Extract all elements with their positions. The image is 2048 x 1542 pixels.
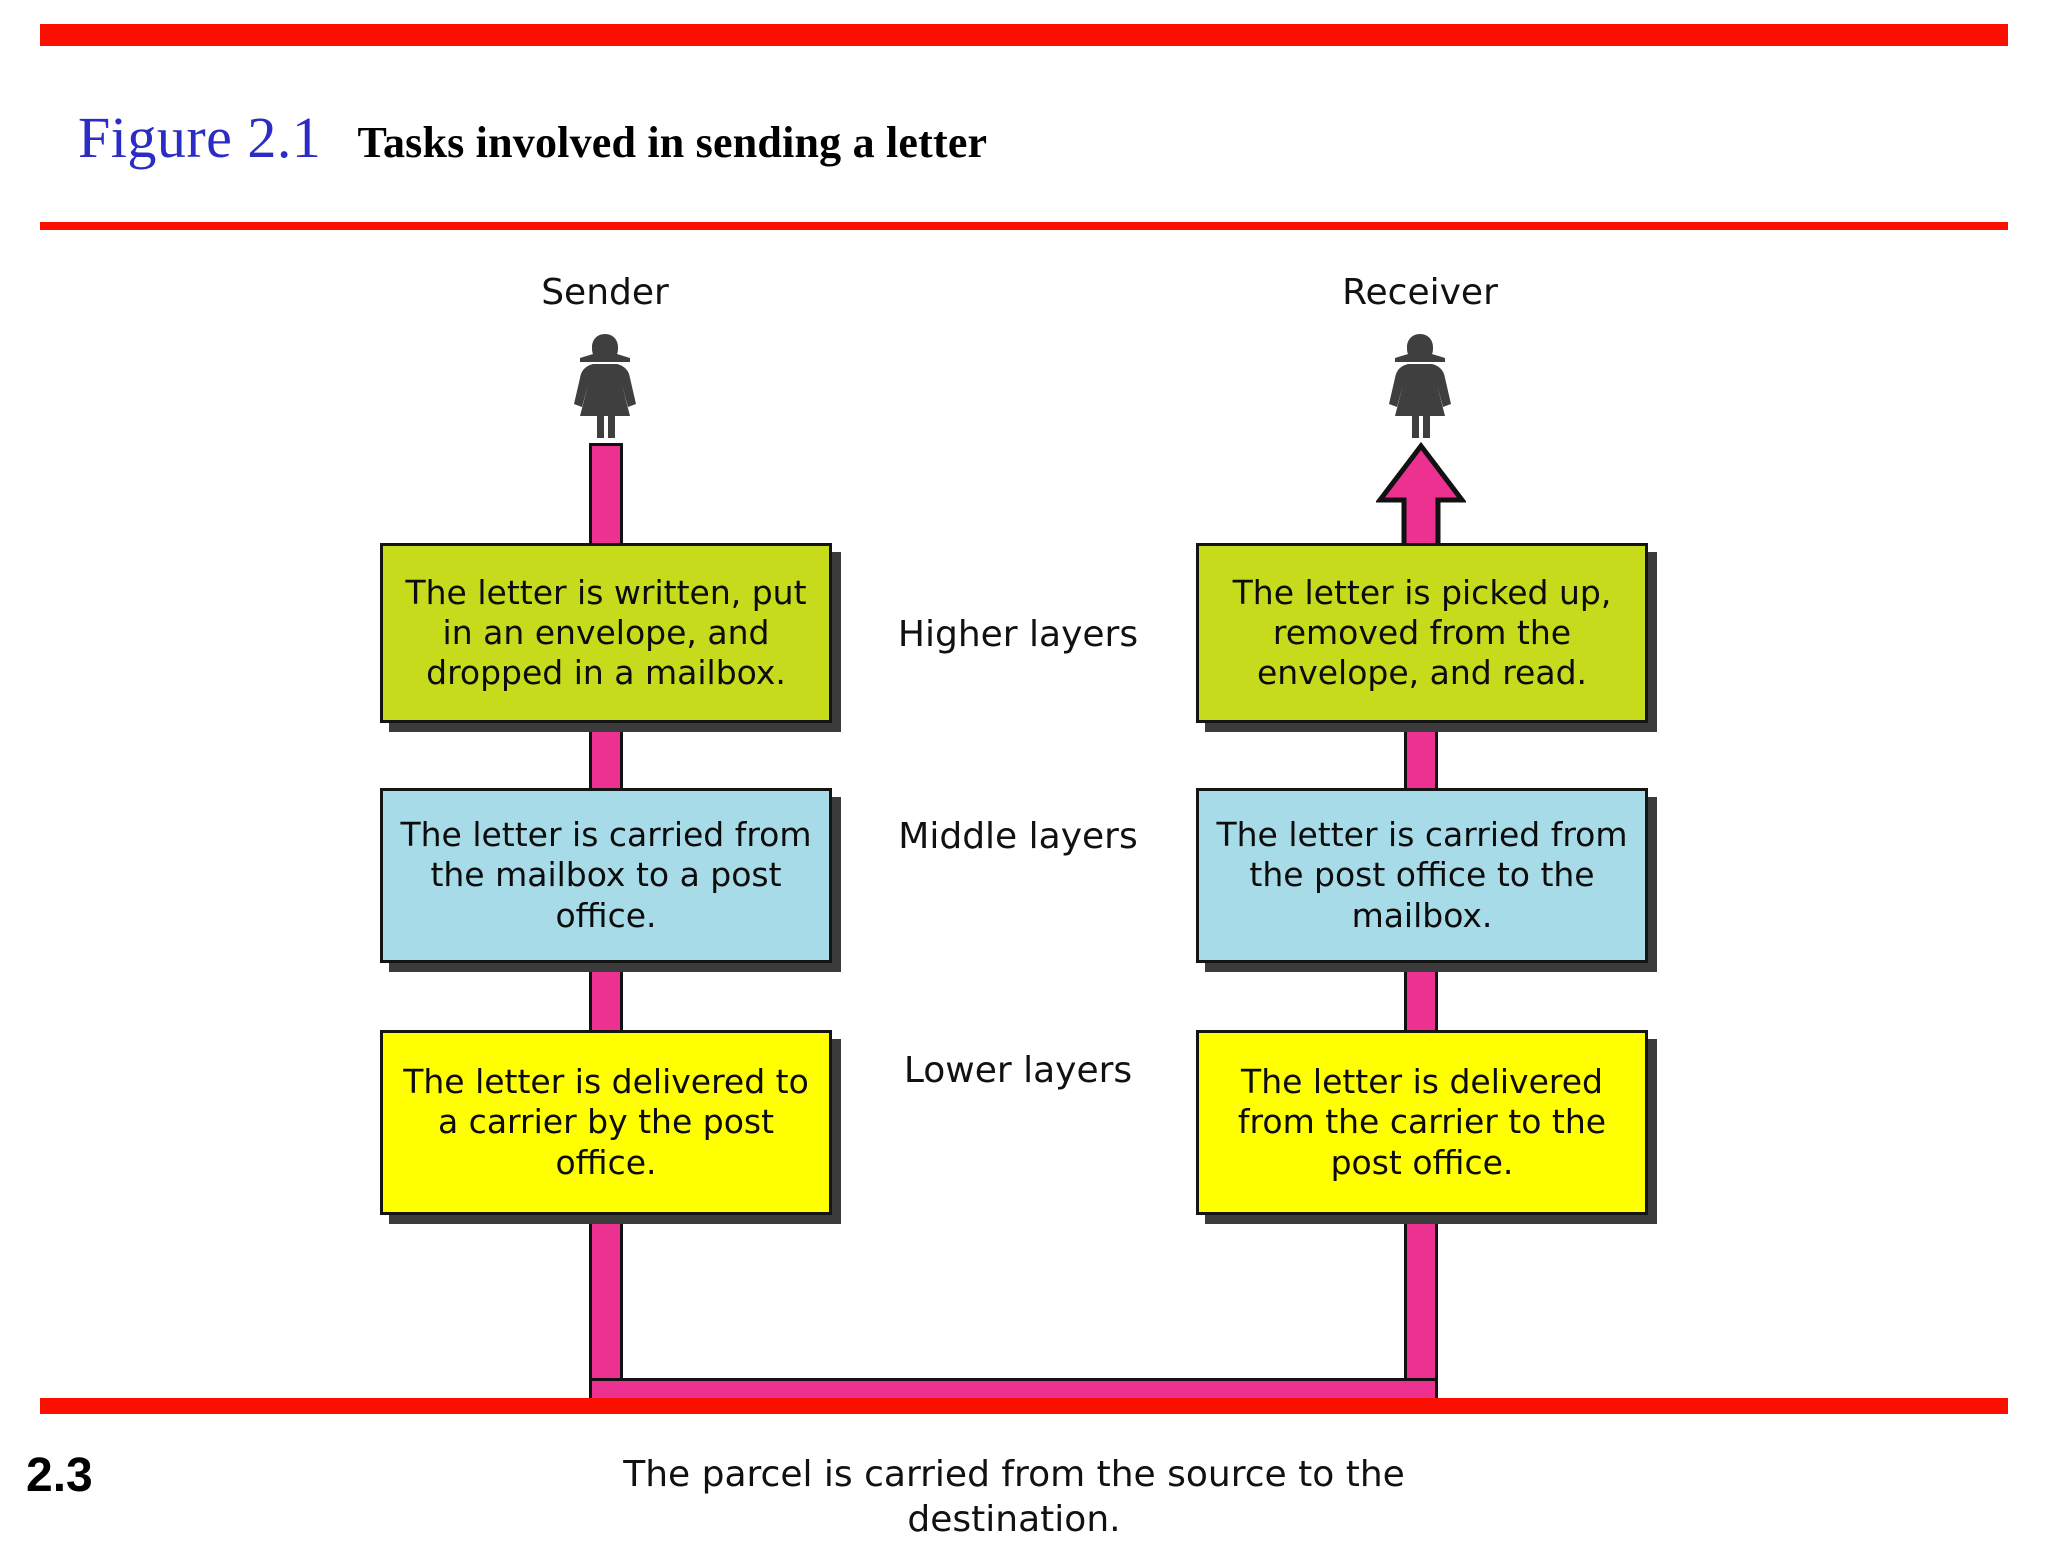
receiver-person-icon <box>1389 334 1451 438</box>
sender-lower-layer-text: The letter is delivered to a carrier by … <box>403 1062 809 1182</box>
top-red-rule <box>40 24 2008 46</box>
receiver-lower-layer-box: The letter is delivered from the carrier… <box>1196 1030 1648 1215</box>
sender-higher-layer-text: The letter is written, put in an envelop… <box>405 572 807 693</box>
figure-number: Figure 2.1 <box>78 105 322 170</box>
receiver-middle-layer-text: The letter is carried from the post offi… <box>1216 815 1628 935</box>
path-segment-receiver-lower-to-bottom <box>1404 1283 1438 1378</box>
receiver-lower-layer-text: The letter is delivered from the carrier… <box>1237 1062 1607 1182</box>
sender-middle-layer-text: The letter is carried from the mailbox t… <box>400 815 812 935</box>
title-underline-red-rule <box>40 222 2008 230</box>
figure-caption: Tasks involved in sending a letter <box>357 118 988 167</box>
bottom-red-rule <box>40 1398 2008 1414</box>
middle-layers-caption: Middle layers <box>898 816 1138 857</box>
page-title: Figure 2.1 Tasks involved in sending a l… <box>78 104 987 171</box>
slide-number: 2.3 <box>26 1449 93 1502</box>
receiver-higher-layer-box: The letter is picked up, removed from th… <box>1196 543 1648 723</box>
receiver-higher-layer-text: The letter is picked up, removed from th… <box>1232 572 1612 693</box>
sender-higher-layer-box: The letter is written, put in an envelop… <box>380 543 832 723</box>
letter-sending-diagram: Sender Receiver <box>0 230 2048 1540</box>
lower-layers-caption: Lower layers <box>903 1050 1133 1091</box>
receiver-middle-layer-box: The letter is carried from the post offi… <box>1196 788 1648 963</box>
higher-layers-caption: Higher layers <box>897 614 1139 655</box>
receiver-label: Receiver <box>1342 272 1498 313</box>
sender-lower-layer-box: The letter is delivered to a carrier by … <box>380 1030 832 1215</box>
path-segment-sender-lower-to-bottom <box>589 1283 623 1378</box>
sender-middle-layer-box: The letter is carried from the mailbox t… <box>380 788 832 963</box>
transmission-caption: The parcel is carried from the source to… <box>623 1454 1405 1540</box>
sender-person-icon <box>574 334 636 438</box>
sender-label: Sender <box>541 272 669 313</box>
